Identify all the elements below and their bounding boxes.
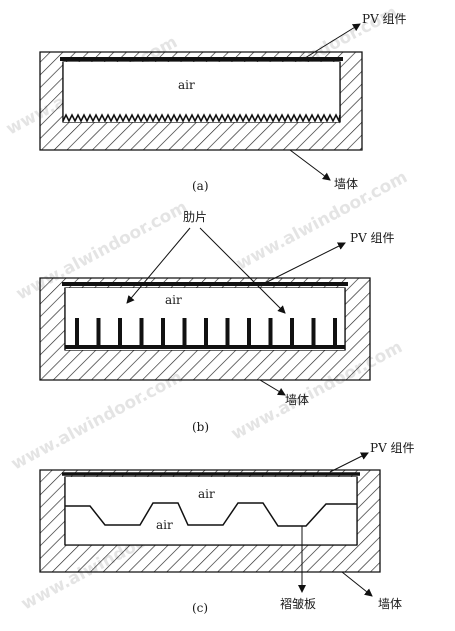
wall-label: 墙体 [285, 393, 309, 407]
fin-label: 肋片 [183, 209, 207, 224]
fin [75, 318, 79, 348]
panel-a: air PV 组件 墙体 (a) [39, 12, 407, 193]
corrugated-board [65, 502, 357, 527]
wall-pointer [259, 379, 286, 396]
serrated-absorber [62, 113, 341, 124]
fin [247, 318, 251, 348]
pv-pointer [264, 242, 346, 284]
board-label: 褶皱板 [280, 596, 316, 611]
air-gap [63, 62, 340, 122]
fin [204, 318, 208, 348]
watermark: www.alwindoor.com [8, 367, 186, 474]
pv-pointer [304, 23, 361, 59]
wall-pointer [289, 149, 331, 181]
air-label: air [165, 293, 182, 307]
wall-label: 墙体 [378, 597, 402, 611]
fin [161, 318, 165, 348]
caption-c: (c) [192, 601, 208, 615]
pv-module-label: PV 组件 [362, 12, 407, 26]
fin [182, 318, 187, 348]
panel-c: air air PV 组件 褶皱板 墙体 (c) [39, 441, 415, 615]
pv-pointer [329, 452, 369, 473]
caption-b: (b) [192, 420, 209, 434]
fin [139, 318, 144, 348]
air-gap [65, 477, 357, 545]
air-label-upper: air [198, 487, 215, 501]
panel-b: air 肋片 PV 组件 墙体 (b) [39, 209, 395, 434]
fin [225, 318, 230, 348]
air-label: air [178, 78, 195, 92]
fin [290, 318, 294, 348]
fin-pointer [126, 227, 191, 304]
wall-pointer [341, 571, 373, 597]
wall-label: 墙体 [334, 177, 358, 191]
fin [96, 318, 101, 348]
fin-pointer [199, 227, 286, 314]
pv-module-label: PV 组件 [370, 441, 415, 455]
fin-row [65, 318, 345, 349]
fin [268, 318, 273, 348]
air-label-lower: air [156, 518, 173, 532]
fin [311, 318, 316, 348]
pv-module-label: PV 组件 [350, 231, 395, 245]
fin [333, 318, 337, 348]
watermark: www.alwindoor.com [233, 167, 411, 274]
caption-a: (a) [192, 179, 209, 193]
fin [118, 318, 122, 348]
